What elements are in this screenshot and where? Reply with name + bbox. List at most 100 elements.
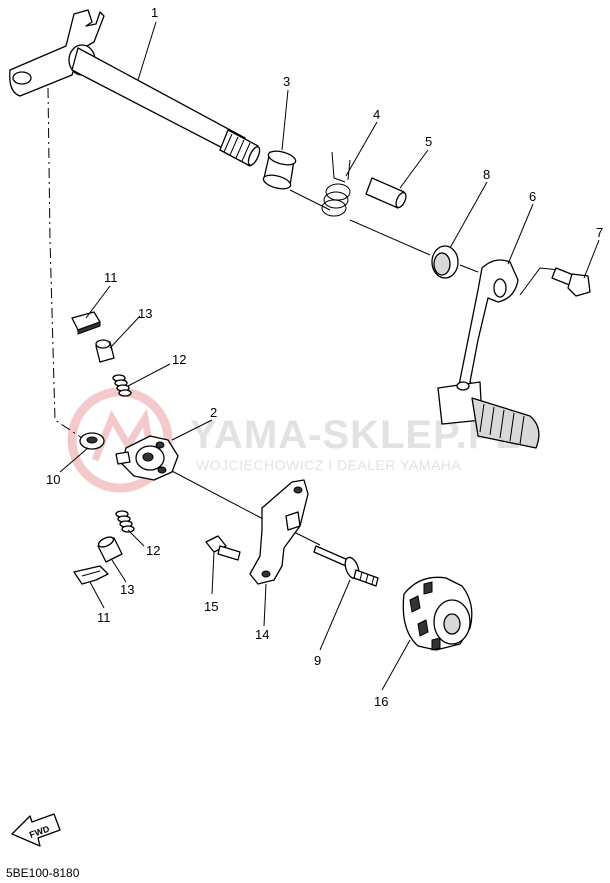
guide-pin-thread-lines bbox=[359, 571, 375, 585]
pedal-bolt bbox=[551, 267, 591, 297]
callout-3: 3 bbox=[283, 74, 290, 89]
leader-12-lower bbox=[127, 529, 145, 547]
bush-bottom bbox=[262, 174, 292, 190]
shift-shaft-arm-hole bbox=[12, 71, 32, 85]
leader-15 bbox=[211, 551, 215, 595]
leader-8 bbox=[449, 181, 488, 249]
shift-lever-pawl-2 bbox=[157, 466, 167, 474]
leader-11-upper bbox=[85, 285, 111, 319]
leader-10 bbox=[59, 447, 89, 473]
oil-seal-inner bbox=[433, 252, 451, 276]
fwd-arrow-icon bbox=[11, 813, 61, 847]
shift-pedal-clamp-hole bbox=[493, 278, 507, 298]
dowel-pin bbox=[365, 177, 407, 209]
assembly-line-seal-to-pedal bbox=[459, 264, 479, 273]
callout-11-upper: 11 bbox=[104, 270, 118, 285]
callout-12-upper: 12 bbox=[172, 352, 186, 367]
shift-drum-center bbox=[443, 613, 461, 635]
plate-bolt-shank bbox=[217, 545, 241, 561]
stopper-block-upper bbox=[71, 311, 101, 335]
shift-lever-hub-hole bbox=[142, 452, 154, 462]
shift-lever-pawl-1 bbox=[155, 441, 165, 449]
leader-6 bbox=[507, 203, 534, 265]
callout-4: 4 bbox=[373, 107, 380, 122]
watermark-logo-mark bbox=[91, 408, 156, 462]
roller-lower bbox=[97, 536, 123, 563]
shift-lever bbox=[115, 435, 179, 481]
segment-plate-hole-top bbox=[293, 486, 303, 494]
leader-1 bbox=[137, 21, 157, 81]
callout-5: 5 bbox=[425, 134, 432, 149]
bush-top bbox=[267, 150, 297, 166]
stopper-block-lower-edge bbox=[81, 570, 101, 577]
leader-5 bbox=[399, 149, 429, 189]
bush bbox=[262, 150, 297, 190]
callout-10: 10 bbox=[46, 472, 60, 487]
callouts: 1 2 3 4 5 6 7 8 9 10 11 11 12 12 13 13 1… bbox=[46, 5, 603, 709]
leader-16 bbox=[381, 639, 411, 691]
assembly-line-spring-to-seal bbox=[349, 219, 431, 256]
stopper-block-lower-body bbox=[73, 565, 109, 585]
assembly-line-shaft-to-stopper bbox=[47, 87, 83, 439]
assembly-line-lever-to-plate bbox=[169, 469, 266, 521]
leader-3 bbox=[281, 89, 289, 151]
roller-upper bbox=[95, 339, 115, 363]
shift-pedal-tip-bolt bbox=[456, 381, 470, 391]
diagram-code: 5BE100-8180 bbox=[6, 866, 80, 880]
callout-2: 2 bbox=[210, 405, 217, 420]
plate-bolt bbox=[205, 535, 241, 561]
callout-8: 8 bbox=[483, 167, 490, 182]
leader-14 bbox=[263, 583, 267, 627]
oil-seal bbox=[431, 245, 459, 279]
shift-pedal-rubber bbox=[471, 397, 540, 449]
leader-12-upper bbox=[127, 363, 171, 387]
callout-1: 1 bbox=[151, 5, 158, 20]
callout-12-lower: 12 bbox=[146, 543, 160, 558]
stopper-block-side bbox=[77, 321, 101, 335]
torsion-spring-coil-3 bbox=[321, 199, 347, 217]
assembly-line-pedal-to-bolt bbox=[519, 267, 561, 296]
shift-pedal bbox=[437, 259, 540, 449]
pedal-bolt-head bbox=[567, 273, 591, 297]
washer-hole bbox=[86, 436, 98, 444]
shift-shaft-end bbox=[247, 146, 261, 166]
shift-lever-pin bbox=[115, 451, 131, 465]
shift-pedal-arm bbox=[457, 259, 519, 399]
segment-plate bbox=[249, 479, 309, 585]
shift-pedal-rubber-grip bbox=[479, 403, 525, 445]
watermark-subtitle: WOJCIECHOWICZ I DEALER YAMAHA bbox=[196, 457, 461, 473]
guide-pin-thread bbox=[353, 569, 379, 587]
torsion-spring bbox=[321, 151, 351, 217]
spring-lower-coil-4 bbox=[121, 525, 135, 533]
callout-14: 14 bbox=[255, 627, 269, 642]
leader-lines bbox=[59, 21, 600, 691]
guide-pin-bolt bbox=[313, 545, 379, 587]
callout-13-upper: 13 bbox=[138, 306, 152, 321]
leader-13-lower bbox=[111, 559, 127, 583]
fwd-arrow: FWD bbox=[11, 813, 61, 847]
roller-upper-top bbox=[95, 339, 111, 349]
callout-7: 7 bbox=[596, 225, 603, 240]
leader-7 bbox=[583, 239, 600, 279]
segment-plate-hole-bottom bbox=[261, 570, 271, 578]
callout-11-lower: 11 bbox=[97, 610, 111, 625]
callout-16: 16 bbox=[374, 694, 388, 709]
shift-shaft-spline-teeth bbox=[223, 133, 251, 162]
callout-13-lower: 13 bbox=[120, 582, 134, 597]
shift-shaft-arm bbox=[9, 9, 105, 97]
leader-11-lower bbox=[89, 581, 105, 609]
leader-13-upper bbox=[109, 315, 141, 349]
guide-pin-shaft bbox=[313, 545, 349, 567]
shift-drum-pins bbox=[409, 581, 441, 651]
callout-15: 15 bbox=[204, 599, 218, 614]
spring-upper-coil-4 bbox=[118, 389, 132, 397]
shift-shaft-rod bbox=[71, 47, 246, 157]
torsion-spring-coil-2 bbox=[323, 191, 349, 209]
segment-plate-body bbox=[249, 479, 309, 585]
spring-upper bbox=[112, 374, 132, 397]
callout-6: 6 bbox=[529, 189, 536, 204]
shift-shaft bbox=[9, 9, 261, 167]
washer bbox=[79, 432, 105, 450]
torsion-spring-legs bbox=[331, 151, 351, 183]
